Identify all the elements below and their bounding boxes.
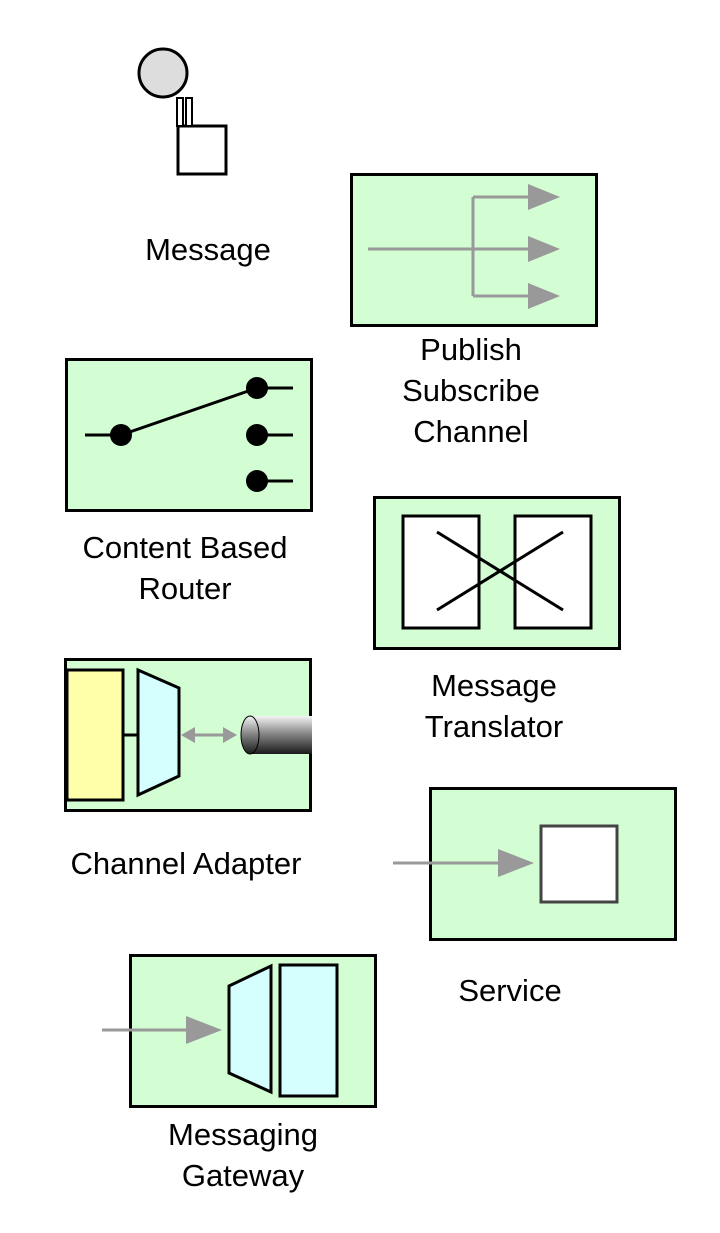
channel-adapter-icon (64, 658, 312, 812)
message-translator-icon (373, 496, 621, 650)
messaging-gateway-icon (102, 954, 377, 1108)
messaging-gateway-label: Messaging Gateway (168, 1117, 318, 1193)
publish-subscribe-channel-label: Publish Subscribe Channel (402, 332, 540, 449)
service-icon (393, 787, 677, 941)
channel-adapter-label: Channel Adapter (70, 846, 302, 881)
service-label: Service (458, 973, 562, 1008)
content-based-router-icon (65, 358, 313, 512)
message-icon (137, 47, 228, 176)
publish-subscribe-channel-icon (350, 173, 598, 327)
message-label: Message (145, 232, 271, 267)
content-based-router-label: Content Based Router (82, 530, 288, 606)
message-translator-label: Message Translator (424, 668, 564, 744)
